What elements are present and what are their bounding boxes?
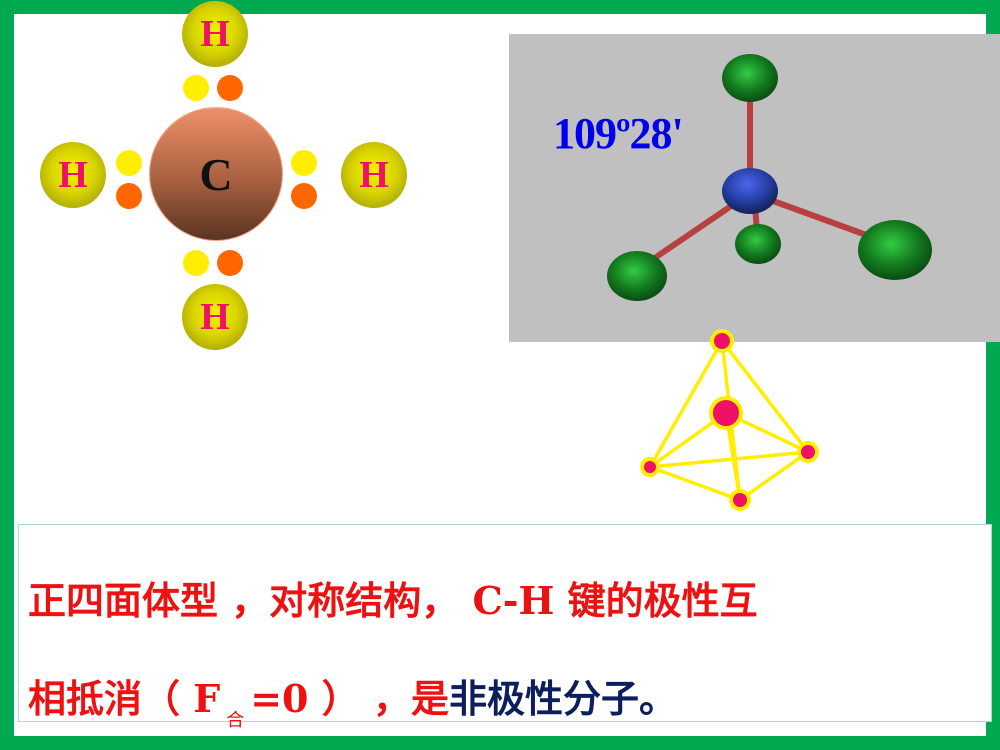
electron-dot [183,250,209,276]
atom-label: C [199,148,233,200]
carbon-atom: C [150,108,282,240]
electron-dot [116,150,142,176]
atom-label: H [200,13,230,55]
bond-angle-label: 109º28' [553,109,684,158]
atom-label: H [200,296,230,338]
subscript-he: 合 [226,710,245,731]
atom-label: H [58,154,88,196]
hydrogen-atom-bottom: H [182,284,248,350]
electron-dot [217,75,243,101]
hydrogen-atom-left: H [40,142,106,208]
atom-label: H [359,154,389,196]
electron-dot [291,150,317,176]
hydrogen-atom-top: H [182,1,248,67]
electron-dot [217,250,243,276]
caption-box [18,524,992,722]
electron-dot [291,183,317,209]
nonpolar-molecule-highlight: 非极性分子。 [448,677,677,721]
electron-dot [116,183,142,209]
ball-stick-model-image [607,54,932,301]
caption-line-1: 正四面体型 ，对称结构， C-H 键的极性互 [28,578,758,623]
caption-text: 相抵消（ F [28,676,221,721]
caption-text: =0 ） ，是 [250,676,449,721]
electron-dot [183,75,209,101]
hydrogen-atom-right: H [341,142,407,208]
